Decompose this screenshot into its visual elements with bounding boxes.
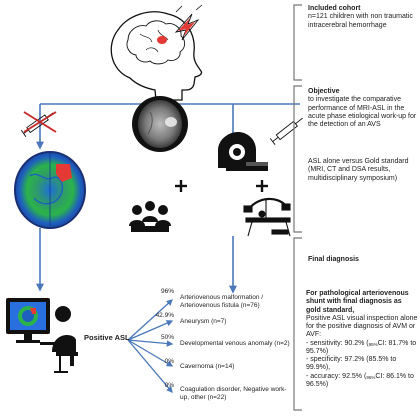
result-other: Coagulation disorder, Negative work-up, … (180, 386, 287, 401)
asl-perfusion-map (14, 151, 86, 229)
result-dva: Developmental venous anomaly (n=2) (180, 340, 290, 347)
branch-percent-avm: 96% (160, 288, 174, 295)
sensitivity-line: - sensitivity: 90.2% (95%CI: 81.7% to 95… (306, 339, 417, 355)
plus-sign-left (175, 180, 187, 192)
mri-scanner-icon (218, 132, 268, 171)
branch-arrows (127, 299, 174, 393)
comparison-block: ASL alone versus Gold standard (MRI, CT … (308, 158, 418, 183)
asl-hotspot (56, 164, 72, 182)
ct-scan-image (132, 96, 188, 152)
accuracy-line: - accuracy: 92.5% (95%CI: 86.1% to 96.5%… (306, 372, 414, 388)
objective-text: to investigate the comparative performan… (308, 96, 417, 128)
crossed-syringe-icon (20, 111, 57, 138)
result-aneurysm: Aneurysm (n=7) (180, 318, 227, 325)
objective-title: Objective (308, 88, 340, 95)
positive-asl-label: Positive ASL (84, 333, 130, 342)
branch-percent-aneurysm: 42.9% (155, 312, 174, 319)
cohort-block: Included cohort n=121 children with non … (308, 5, 418, 30)
conclusion-block: For pathological arteriovenous shunt wit… (306, 290, 418, 389)
syringe-icon (269, 117, 303, 145)
cohort-text: n=121 children with non traumatic intrac… (308, 13, 413, 29)
team-icon (129, 201, 171, 232)
branch-percent-other: 0% (164, 382, 174, 389)
right-brackets (293, 4, 302, 411)
comparison-text: ASL alone versus Gold standard (MRI, CT … (308, 158, 409, 182)
lightning-icon (174, 4, 203, 41)
conclusion-title: For pathological arteriovenous shunt wit… (306, 290, 409, 314)
result-avm: Arteriovenous malformation / Arterioveno… (180, 294, 264, 309)
plus-sign-right (256, 180, 268, 192)
doctor-at-computer-icon (6, 298, 78, 373)
branch-percent-cavernoma: 0% (164, 358, 174, 365)
cohort-title: Included cohort (308, 5, 361, 12)
conclusion-intro: Positive ASL visual inspection alone for… (306, 314, 418, 339)
branch-percent-dva: 50% (160, 334, 174, 341)
result-cavernoma: Cavernoma (n=14) (180, 363, 235, 370)
angiography-machine-icon (243, 197, 291, 237)
hemorrhage-spot (157, 36, 167, 44)
objective-block: Objective to investigate the comparative… (308, 88, 418, 129)
final-diagnosis-title: Final diagnosis (308, 256, 359, 263)
head-brain-icon (110, 11, 203, 101)
specificity-line: - specificity: 97.2% (85.5% to 99.9%), (306, 356, 397, 372)
